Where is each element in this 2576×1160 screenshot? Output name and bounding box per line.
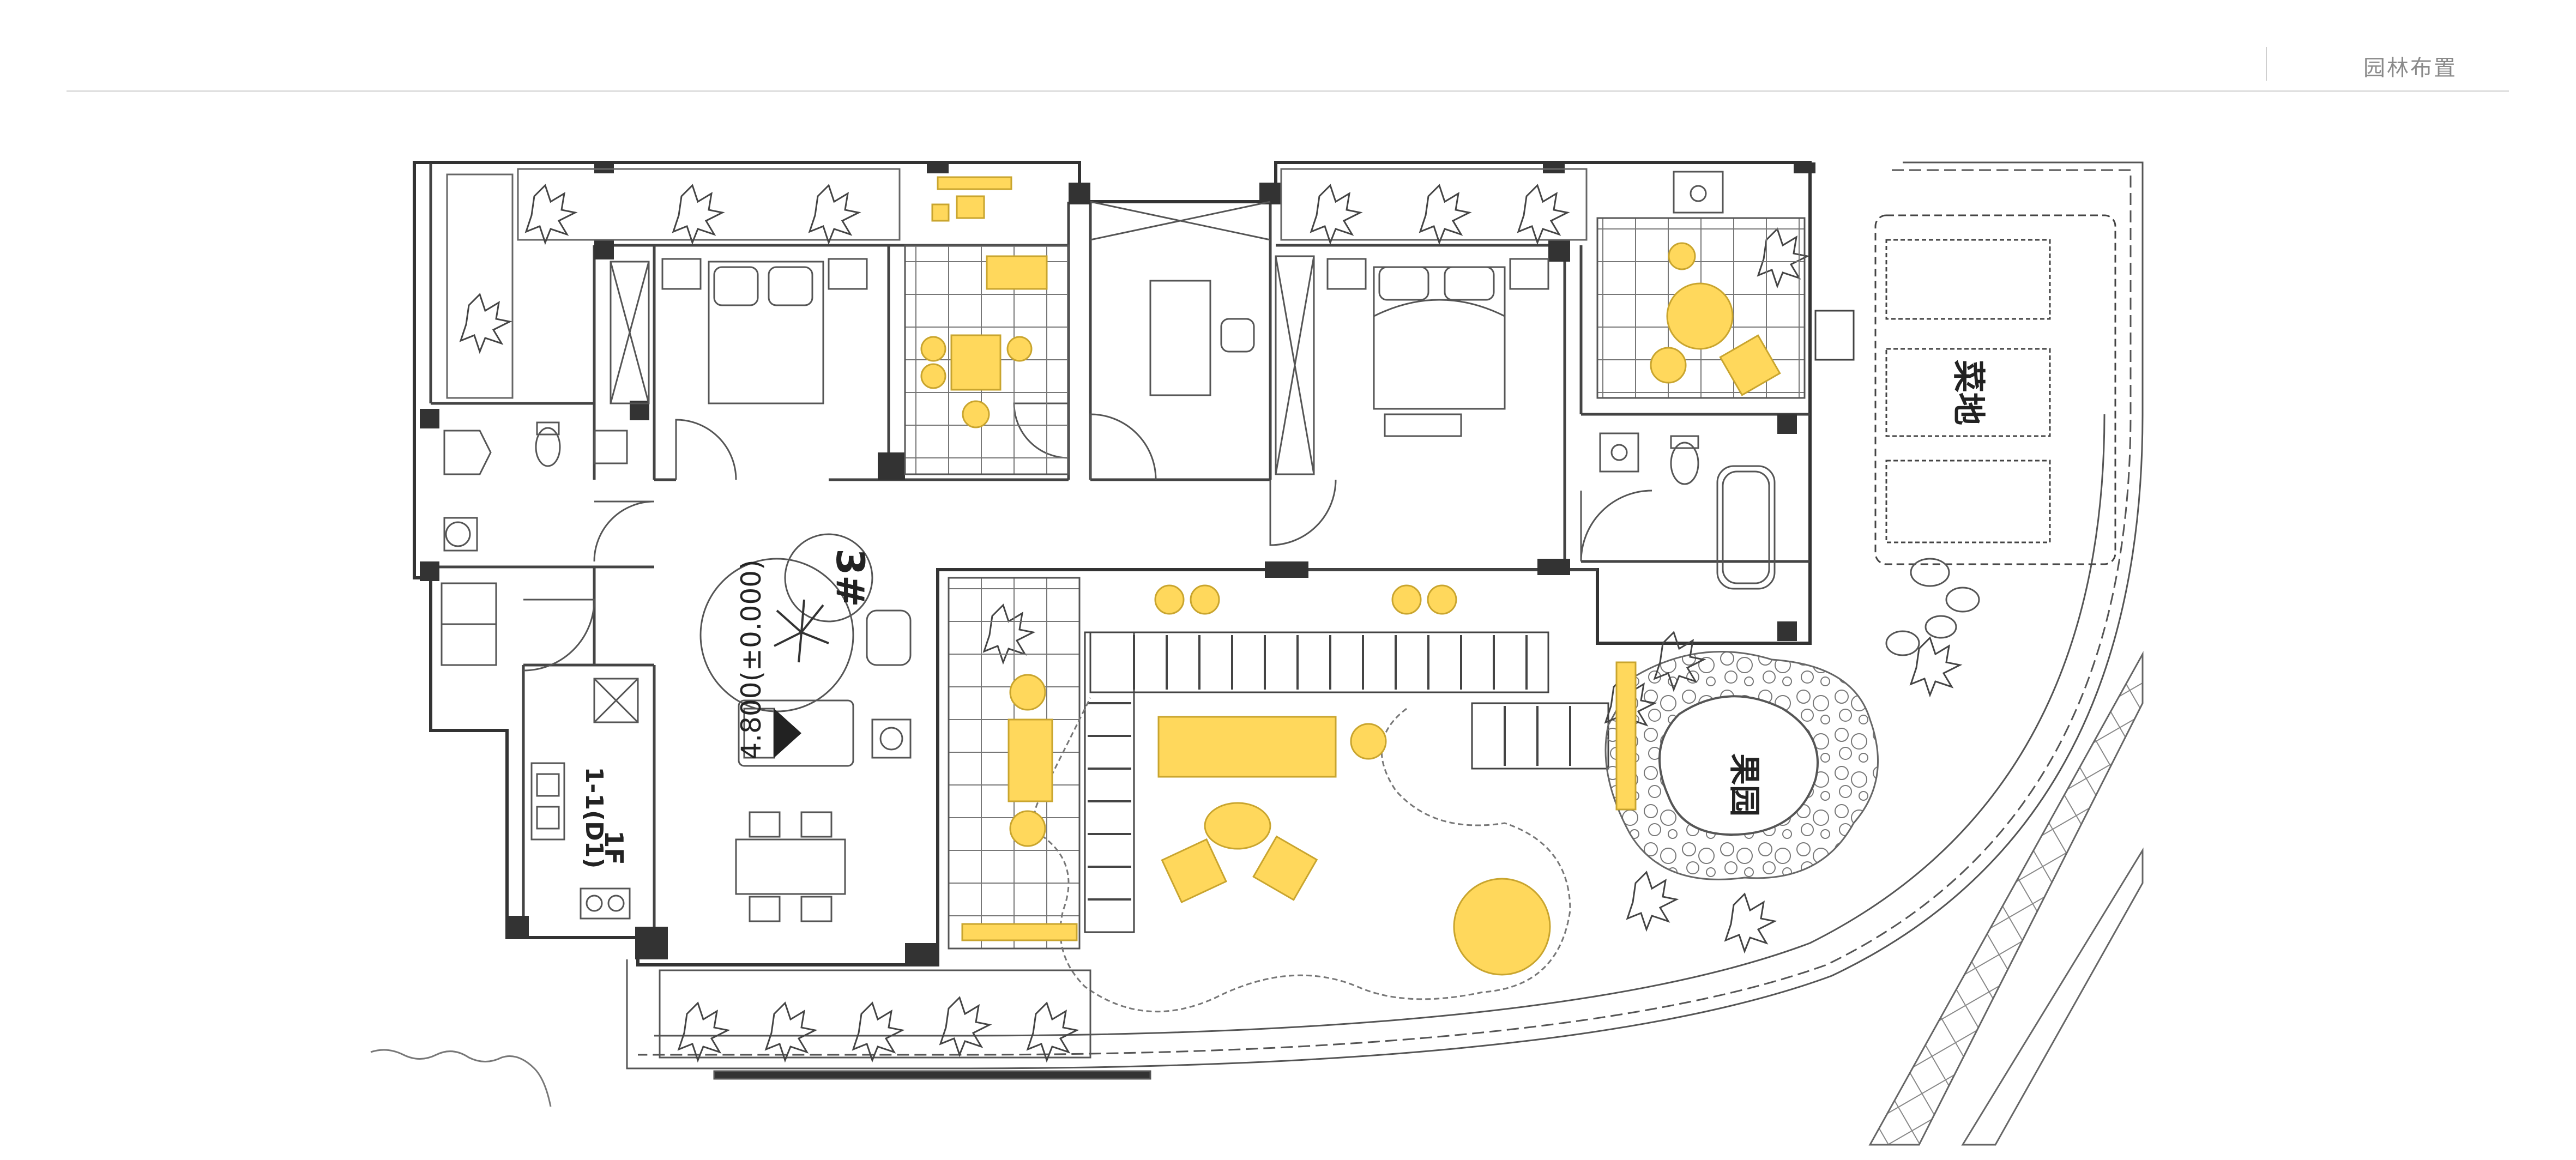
furniture-piece [1719, 334, 1781, 396]
site-boundary [626, 161, 2144, 1070]
vegetable-garden [1814, 214, 2116, 565]
furniture-piece [1161, 838, 1227, 903]
right-bath [1599, 171, 1776, 590]
service-rooms [441, 421, 639, 920]
paved-path [1868, 651, 2144, 1146]
furniture-piece [931, 203, 950, 222]
header-separator [2266, 47, 2267, 81]
furniture-piece [956, 195, 985, 219]
furniture-piece [1391, 584, 1422, 615]
garden-furniture [920, 176, 1781, 976]
living-room [699, 533, 912, 922]
stair-arrow-icon [774, 709, 801, 758]
furniture-piece [1157, 716, 1337, 778]
vegetable-garden-label: 菜地 [1949, 360, 1987, 425]
furniture-piece [1154, 584, 1185, 615]
orchard-label: 果园 [1726, 753, 1763, 817]
page-title: 园林布置 [2363, 56, 2457, 81]
boardwalk [1084, 631, 1609, 933]
furniture-piece [1615, 661, 1637, 811]
furniture-piece [1427, 584, 1457, 615]
furniture-piece [950, 334, 1002, 391]
furniture-piece [1009, 810, 1046, 847]
stepping-stones [1885, 558, 1980, 656]
bottom-shrubs [677, 996, 1079, 1063]
bedroom-left [610, 258, 868, 404]
boardwalk-slats [1088, 635, 1571, 901]
furniture-piece [1204, 802, 1271, 850]
door-swings [523, 402, 1652, 672]
bottom-planter [659, 969, 1151, 1080]
orchard-pond [1604, 650, 1879, 880]
top-planter-strip [446, 168, 1588, 399]
furniture-piece [986, 255, 1048, 290]
furniture-piece [961, 923, 1078, 941]
palm-icon [774, 599, 829, 663]
furniture-piece [1009, 674, 1046, 711]
elevation-label: 4.800(±0.000) [735, 559, 767, 759]
furniture-piece [1650, 347, 1687, 384]
furniture-piece [1190, 584, 1220, 615]
furniture-piece [1350, 723, 1387, 760]
unit-code-sub: 1-1(D1) [580, 767, 608, 869]
furniture-piece [937, 176, 1012, 190]
furniture-piece [920, 363, 946, 389]
furniture-piece [1453, 878, 1551, 976]
header-rule [67, 90, 2509, 92]
bedroom-right [1275, 255, 1549, 475]
study-room [1090, 201, 1271, 396]
furniture-piece [1668, 242, 1696, 270]
lawn-outline [1033, 697, 1571, 1013]
furniture-piece [1008, 718, 1053, 802]
furniture-piece [1006, 336, 1033, 362]
building-tag: 3# [828, 548, 872, 607]
furniture-piece [1666, 282, 1734, 350]
furniture-piece [920, 336, 946, 362]
furniture-piece [962, 400, 990, 428]
unit-code: 1F [599, 830, 629, 865]
lawn-edge [370, 1049, 552, 1107]
furniture-piece [1252, 835, 1318, 901]
structural-columns [420, 162, 1815, 965]
